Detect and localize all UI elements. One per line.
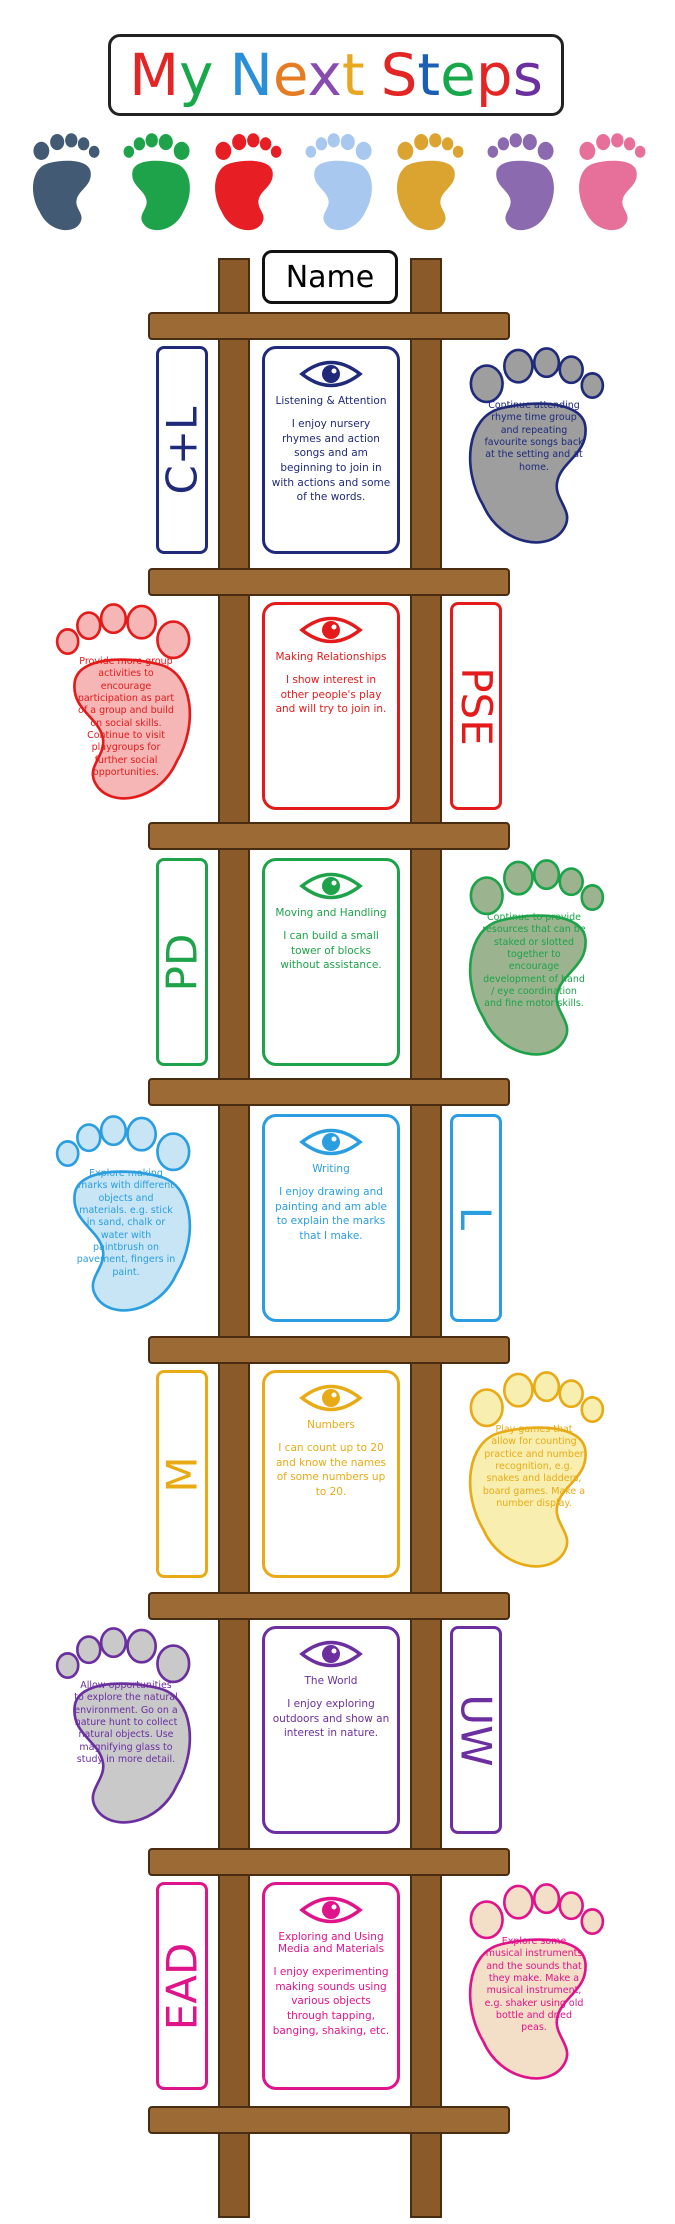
next-step-text: Continue to provide resources that can b… bbox=[482, 912, 586, 1010]
next-step-text: Provide more group activities to encoura… bbox=[77, 656, 175, 779]
header-foot-icon bbox=[204, 128, 292, 242]
foot-icon bbox=[468, 1883, 605, 2080]
foot-icon bbox=[468, 859, 605, 1056]
ladder-rung bbox=[148, 1336, 510, 1364]
next-step-foot: Provide more group activities to encoura… bbox=[34, 594, 214, 814]
area-tag: UW bbox=[450, 1626, 502, 1834]
next-step-text: Allow opportunities to explore the natur… bbox=[74, 1680, 178, 1766]
title-word: Steps bbox=[380, 41, 543, 109]
area-tag-label: M bbox=[157, 1455, 207, 1493]
ladder-rung bbox=[148, 2106, 510, 2134]
name-label-box: Name bbox=[262, 250, 398, 304]
area-tag: PD bbox=[156, 858, 208, 1066]
eye-icon bbox=[299, 616, 363, 644]
next-step-foot: Play games that allow for counting pract… bbox=[446, 1362, 626, 1582]
step-card: Writing I enjoy drawing and painting and … bbox=[262, 1114, 400, 1322]
eye-icon bbox=[299, 360, 363, 388]
name-label: Name bbox=[285, 259, 375, 295]
step-card-title: Moving and Handling bbox=[275, 907, 387, 919]
step-card: The World I enjoy exploring outdoors and … bbox=[262, 1626, 400, 1834]
step-card: Listening & Attention I enjoy nursery rhy… bbox=[262, 346, 400, 554]
ladder-rung bbox=[148, 1078, 510, 1106]
title-word: My bbox=[129, 41, 214, 109]
step-card-title: Making Relationships bbox=[275, 651, 387, 663]
area-tag: M bbox=[156, 1370, 208, 1578]
step-card-text: I can build a small tower of blocks with… bbox=[280, 930, 382, 972]
next-step-foot: Continue attending rhyme time group and … bbox=[446, 338, 626, 558]
eye-icon bbox=[299, 1640, 363, 1668]
foot-icon bbox=[55, 1627, 192, 1824]
foot-icon bbox=[55, 603, 192, 800]
area-tag: L bbox=[450, 1114, 502, 1322]
header-foot-icon bbox=[568, 128, 656, 242]
next-step-text: Continue attending rhyme time group and … bbox=[484, 400, 584, 473]
step-card: Numbers I can count up to 20 and know the… bbox=[262, 1370, 400, 1578]
area-tag-label: C+L bbox=[157, 406, 207, 494]
step-card-title: Writing bbox=[312, 1163, 350, 1175]
next-step-text: Play games that allow for counting pract… bbox=[482, 1424, 586, 1510]
area-tag-label: PSE bbox=[451, 666, 501, 746]
next-step-text: Explore some musical instruments and the… bbox=[484, 1936, 584, 2034]
foot-icon bbox=[468, 1371, 605, 1568]
foot-icon bbox=[55, 1115, 192, 1312]
step-card-text: I show interest in other people's play a… bbox=[275, 674, 387, 716]
ladder-left-rail bbox=[218, 258, 250, 2218]
step-card-text: I enjoy nursery rhymes and action songs … bbox=[271, 418, 391, 504]
step-card: Making Relationships I show interest in o… bbox=[262, 602, 400, 810]
header-foot-icon bbox=[386, 128, 474, 242]
step-card-text: I enjoy exploring outdoors and show an i… bbox=[272, 1698, 390, 1740]
step-card-title: Exploring and Using Media and Materials bbox=[277, 1931, 385, 1955]
ladder-rung bbox=[148, 822, 510, 850]
area-tag-label: L bbox=[451, 1206, 501, 1230]
step-card: Moving and Handling I can build a small t… bbox=[262, 858, 400, 1066]
eye-icon bbox=[299, 1128, 363, 1156]
header-foot-icon bbox=[477, 128, 565, 242]
next-step-text: Explore making marks with different obje… bbox=[76, 1168, 176, 1278]
area-tag-label: EAD bbox=[157, 1942, 207, 2030]
header-foot-icon bbox=[113, 128, 201, 242]
ladder-rung bbox=[148, 1592, 510, 1620]
area-tag-label: UW bbox=[451, 1693, 501, 1767]
area-tag: EAD bbox=[156, 1882, 208, 2090]
next-step-foot: Allow opportunities to explore the natur… bbox=[34, 1618, 214, 1838]
ladder-rung bbox=[148, 312, 510, 340]
foot-icon bbox=[468, 347, 605, 544]
header-foot-icon bbox=[22, 128, 110, 242]
ladder-rung bbox=[148, 568, 510, 596]
area-tag: PSE bbox=[450, 602, 502, 810]
ladder-right-rail bbox=[410, 258, 442, 2218]
next-step-foot: Explore some musical instruments and the… bbox=[446, 1874, 626, 2094]
eye-icon bbox=[299, 872, 363, 900]
step-card-text: I enjoy experimenting making sounds usin… bbox=[272, 1966, 390, 2037]
area-tag-label: PD bbox=[157, 933, 207, 991]
step-card-text: I enjoy drawing and painting and am able… bbox=[275, 1186, 387, 1243]
area-tag: C+L bbox=[156, 346, 208, 554]
step-card-title: Numbers bbox=[307, 1419, 355, 1431]
header-foot-icon bbox=[295, 128, 383, 242]
step-card-title: Listening & Attention bbox=[275, 395, 387, 407]
step-card-title: The World bbox=[304, 1675, 358, 1687]
next-step-foot: Explore making marks with different obje… bbox=[34, 1106, 214, 1326]
next-step-foot: Continue to provide resources that can b… bbox=[446, 850, 626, 1070]
title-word: Next bbox=[229, 41, 365, 109]
eye-icon bbox=[299, 1384, 363, 1412]
eye-icon bbox=[299, 1896, 363, 1924]
ladder-rung bbox=[148, 1848, 510, 1876]
step-card-text: I can count up to 20 and know the names … bbox=[276, 1442, 386, 1499]
